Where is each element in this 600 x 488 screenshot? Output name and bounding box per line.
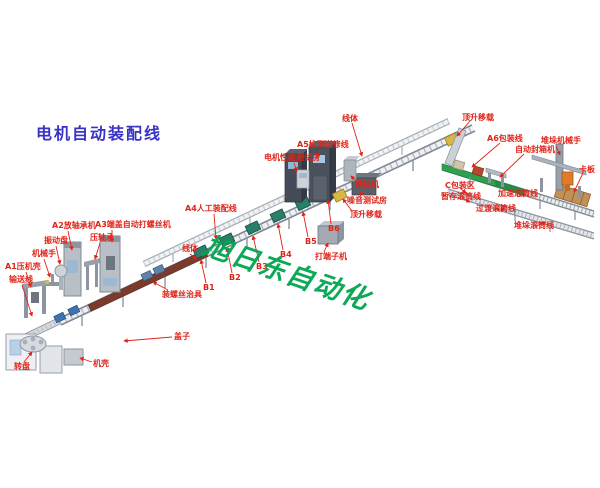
leader-arrow — [499, 153, 525, 178]
packing-line-b — [447, 188, 595, 240]
packing-line-a — [441, 159, 595, 220]
leader-arrow — [43, 258, 51, 278]
leader-arrow — [351, 122, 364, 157]
leader-arrow — [293, 162, 298, 172]
leader-arrow — [23, 351, 33, 363]
leader-arrow — [276, 223, 284, 251]
test-rooms — [284, 141, 381, 203]
stacking-robot-graphic — [531, 143, 587, 198]
leader-arrow — [459, 187, 467, 194]
belt-conveyor-brown — [87, 249, 209, 312]
leader-arrow — [25, 271, 32, 288]
transfer-connector — [444, 127, 467, 167]
leader-arrow — [67, 230, 74, 251]
leader-arrow — [21, 284, 33, 317]
diagram-title: 电机自动装配线 — [36, 124, 163, 143]
leader-arrow — [213, 213, 218, 240]
leader-arrow — [301, 211, 309, 238]
leader-arrow — [461, 197, 471, 203]
screw-fixtures — [140, 263, 166, 282]
leader-arrow — [323, 242, 329, 253]
leader-arrow — [342, 198, 353, 212]
leader-arrow — [199, 259, 207, 284]
leader-arrow — [535, 221, 547, 227]
leader-arrow — [350, 175, 358, 183]
leader-arrow — [316, 149, 321, 159]
leader-arrow — [79, 357, 93, 363]
leader-arrow — [358, 190, 363, 198]
leader-arrow — [573, 172, 584, 193]
leader-arrow — [471, 142, 501, 168]
leader-arrow — [326, 199, 332, 225]
leader-arrow — [555, 145, 561, 156]
leader-arrow — [189, 253, 198, 260]
leader-arrow — [93, 242, 101, 260]
leader-arrow — [251, 235, 260, 263]
leader-arrow — [55, 245, 62, 265]
leader-arrow — [517, 193, 527, 198]
leader-arrow — [152, 281, 169, 291]
leader-arrow — [456, 120, 471, 137]
terminal-machine-box — [317, 221, 344, 245]
leader-arrow — [123, 336, 173, 343]
leader-arrow — [225, 247, 233, 274]
